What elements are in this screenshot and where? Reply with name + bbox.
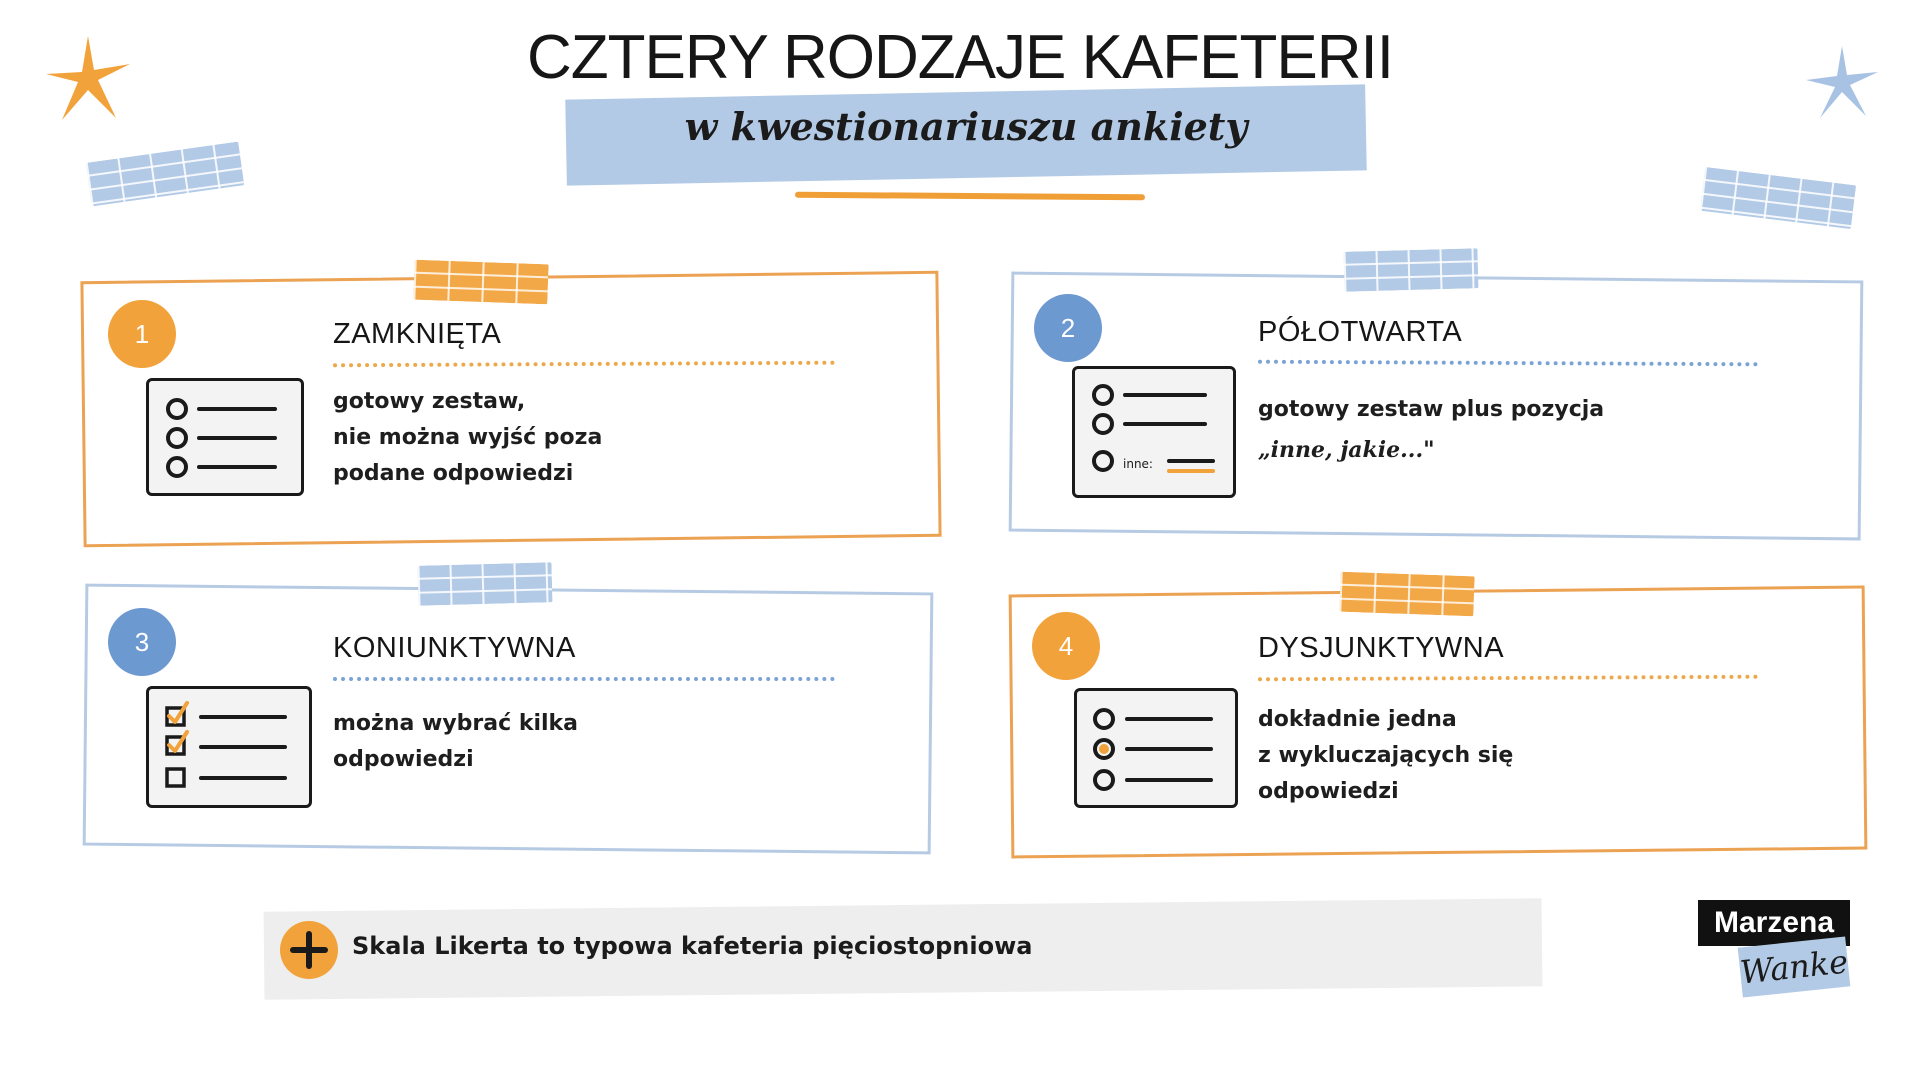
decorative-tape: [85, 141, 245, 207]
card-description: gotowy zestaw, nie można wyjść poza poda…: [333, 384, 602, 492]
single-choice-list-icon: [146, 378, 304, 496]
card-number-badge: 1: [108, 300, 176, 368]
card-description: można wybrać kilka odpowiedzi: [333, 706, 578, 778]
logo-first-name: Marzena: [1698, 900, 1850, 946]
description-line: podane odpowiedzi: [333, 461, 574, 486]
card-number-badge: 4: [1032, 612, 1100, 680]
decorative-tape: [1699, 166, 1857, 230]
page-subtitle: w kwestionariuszu ankiety: [684, 104, 1248, 149]
card-description: dokładnie jedna z wykluczających się odp…: [1258, 702, 1513, 810]
description-line: gotowy zestaw plus pozycja: [1258, 397, 1605, 422]
card-description: gotowy zestaw plus pozycja „inne, jakie.…: [1258, 390, 1604, 470]
radio-list-icon: [1074, 688, 1238, 808]
decorative-tape: [1343, 248, 1479, 292]
description-line: „inne, jakie...": [1258, 437, 1435, 463]
card-number-badge: 2: [1034, 294, 1102, 362]
description-line: można wybrać kilka: [333, 711, 579, 736]
plus-icon: [280, 921, 338, 979]
brand-logo: Marzena Wanke: [1698, 900, 1858, 1000]
footer-note: Skala Likerta to typowa kafeteria pięcio…: [352, 932, 1033, 960]
dotted-divider: [333, 677, 835, 681]
title-underline: [794, 191, 1146, 201]
description-line: odpowiedzi: [1258, 779, 1399, 804]
card-title: PÓŁOTWARTA: [1258, 316, 1463, 348]
checkbox-list-icon: [146, 686, 312, 808]
decorative-tape: [1339, 571, 1475, 617]
decorative-tape: [417, 562, 553, 606]
description-line: z wykluczających się: [1258, 743, 1514, 768]
card-title: DYSJUNKTYWNA: [1258, 632, 1505, 664]
card-title: KONIUNKTYWNA: [333, 632, 576, 664]
decorative-tape: [413, 259, 549, 305]
semi-open-list-icon: inne:: [1072, 366, 1236, 498]
description-line: dokładnie jedna: [1258, 707, 1457, 732]
card-title: ZAMKNIĘTA: [333, 318, 502, 350]
other-option-label: inne:: [1123, 457, 1153, 471]
card-number-badge: 3: [108, 608, 176, 676]
blue-star-icon: [1806, 46, 1878, 118]
description-line: gotowy zestaw,: [333, 389, 526, 414]
description-line: nie można wyjść poza: [333, 425, 603, 450]
page-title: CZTERY RODZAJE KAFETERII: [527, 23, 1394, 92]
logo-last-name: Wanke: [1737, 936, 1851, 998]
description-line: odpowiedzi: [333, 747, 474, 772]
orange-star-icon: [46, 36, 130, 120]
